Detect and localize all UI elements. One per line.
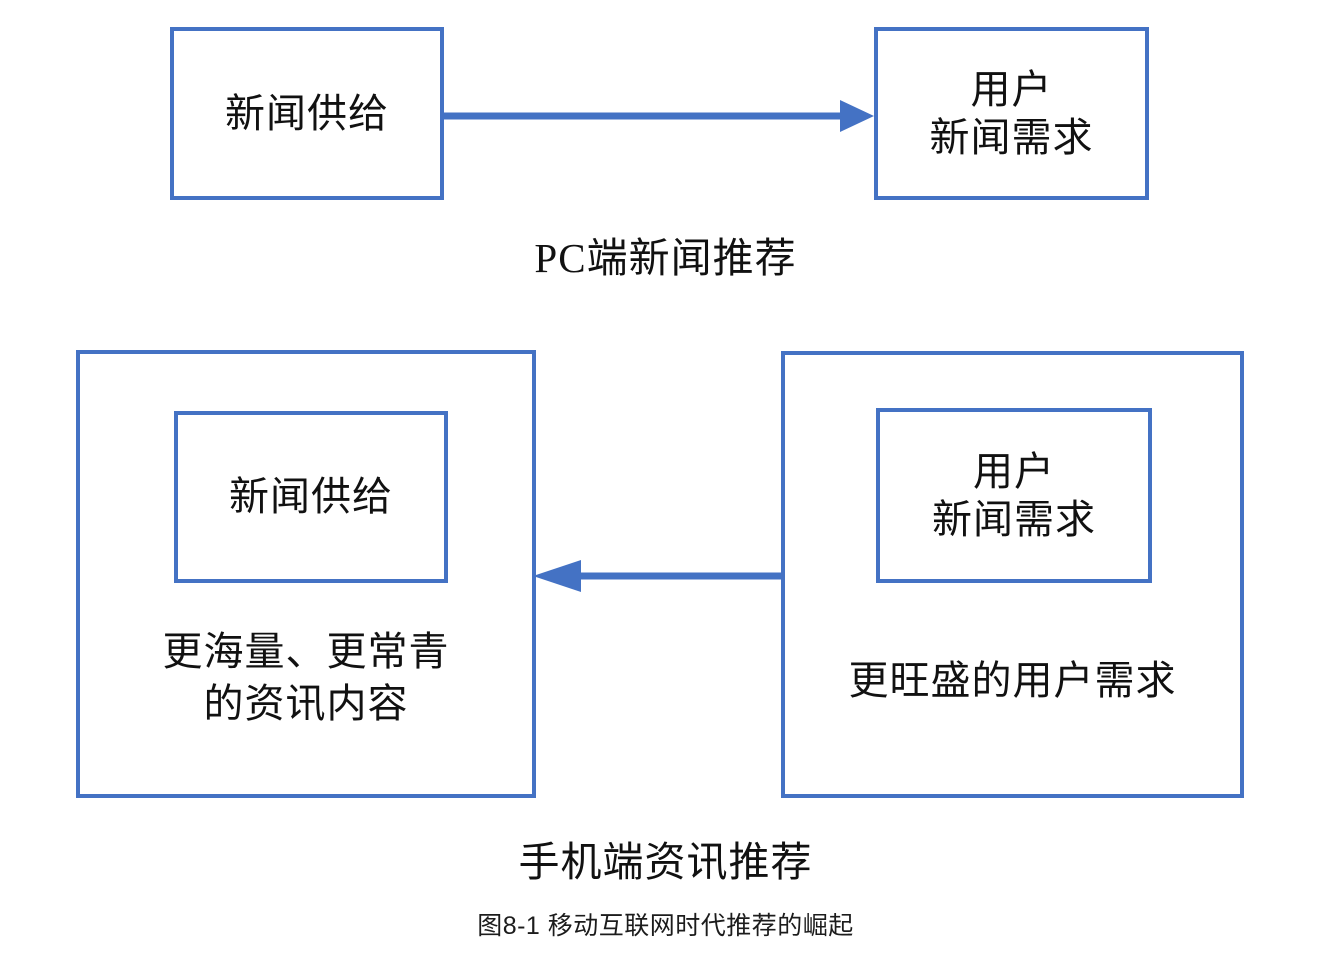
supply-to-demand-arrow bbox=[442, 100, 874, 132]
mobile-user-demand-box: 用户 新闻需求 bbox=[876, 408, 1152, 583]
mobile-supply-description: 更海量、更常青 的资讯内容 bbox=[162, 629, 450, 726]
mobile-demand-container: 用户 新闻需求 更旺盛的用户需求 bbox=[781, 351, 1244, 798]
mobile-supply-container: 新闻供给 更海量、更常青 的资讯内容 bbox=[76, 350, 536, 798]
mobile-demand-description: 更旺盛的用户需求 bbox=[848, 658, 1177, 703]
pc-news-supply-label: 新闻供给 bbox=[225, 90, 389, 136]
mobile-section-caption: 手机端资讯推荐 bbox=[518, 839, 813, 885]
mobile-news-supply-label: 新闻供给 bbox=[229, 474, 393, 520]
mobile-news-supply-box: 新闻供给 bbox=[174, 411, 448, 583]
pc-news-supply-box: 新闻供给 bbox=[170, 27, 444, 200]
pc-section-caption: PC端新闻推荐 bbox=[534, 235, 797, 281]
mobile-user-demand-label: 用户 新闻需求 bbox=[932, 449, 1096, 542]
demand-to-supply-arrow bbox=[533, 560, 781, 592]
pc-user-demand-label: 用户 新闻需求 bbox=[929, 67, 1094, 160]
figure-caption: 图8-1 移动互联网时代推荐的崛起 bbox=[477, 912, 854, 940]
pc-user-demand-box: 用户 新闻需求 bbox=[874, 27, 1149, 200]
